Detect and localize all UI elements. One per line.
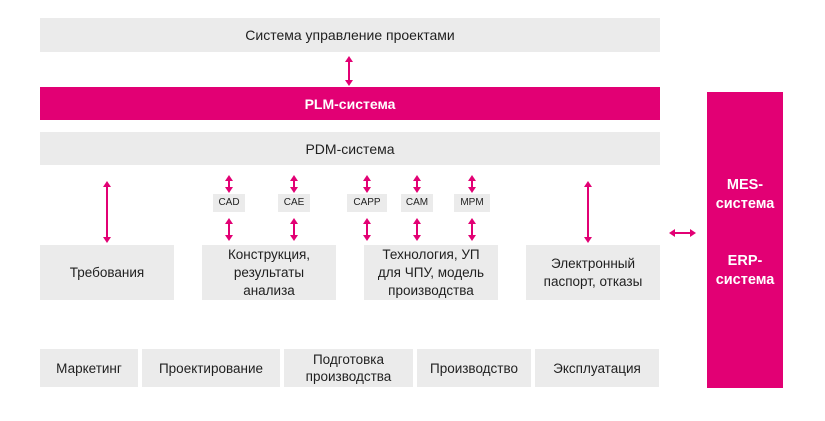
artifact-label-design-results: Конструкция, результаты анализа: [227, 246, 311, 298]
stage-box-marketing: Маркетинг: [40, 349, 138, 387]
arrow-line: [471, 221, 473, 238]
stage-label-marketing: Маркетинг: [56, 360, 122, 376]
double-arrow-vertical-icon: [290, 175, 298, 193]
tool-box-cad: CAD: [213, 194, 245, 212]
pdm-system-label: PDM-система: [305, 140, 395, 157]
stage-label-design: Проектирование: [158, 360, 264, 376]
stage-box-design: Проектирование: [142, 349, 280, 387]
double-arrow-vertical-icon: [103, 181, 111, 243]
tool-box-mpm: MPM: [454, 194, 490, 212]
artifact-box-requirements: Требования: [40, 245, 174, 300]
arrow-line: [348, 59, 350, 83]
tool-box-capp: CAPP: [347, 194, 387, 212]
artifact-label-requirements: Требования: [69, 264, 145, 280]
arrow-line: [471, 178, 473, 190]
tool-label-cad: CAD: [218, 197, 240, 208]
double-arrow-vertical-icon: [468, 218, 476, 241]
artifact-label-electronic-passport: Электронный паспорт, отказы: [543, 255, 643, 289]
artifact-box-technology: Технология, УП для ЧПУ, модель производс…: [364, 245, 498, 300]
arrow-line: [416, 221, 418, 238]
artifact-label-technology: Технология, УП для ЧПУ, модель производс…: [377, 246, 485, 298]
double-arrow-vertical-icon: [345, 56, 353, 86]
arrow-line: [106, 184, 108, 240]
double-arrow-horizontal-icon: [669, 229, 696, 237]
double-arrow-vertical-icon: [225, 175, 233, 193]
erp-system-label: ERP- система: [715, 253, 775, 288]
pdm-system-box: PDM-система: [40, 132, 660, 165]
tool-label-capp: CAPP: [353, 197, 381, 208]
arrow-line: [416, 178, 418, 190]
arrow-line: [293, 178, 295, 190]
double-arrow-vertical-icon: [584, 181, 592, 243]
stage-label-operation: Эксплуатация: [553, 360, 641, 376]
arrow-line: [672, 232, 693, 234]
plm-system-box: PLM-система: [40, 87, 660, 120]
stage-box-operation: Эксплуатация: [535, 349, 659, 387]
arrow-line: [366, 178, 368, 190]
tool-label-mpm: MPM: [460, 197, 484, 208]
double-arrow-vertical-icon: [363, 175, 371, 193]
artifact-box-design-results: Конструкция, результаты анализа: [202, 245, 336, 300]
tool-label-cae: CAE: [283, 197, 305, 208]
stage-box-production: Производство: [417, 349, 531, 387]
double-arrow-vertical-icon: [413, 218, 421, 241]
arrow-line: [228, 221, 230, 238]
double-arrow-vertical-icon: [290, 218, 298, 241]
double-arrow-vertical-icon: [225, 218, 233, 241]
plm-system-label: PLM-система: [304, 95, 396, 112]
arrow-line: [228, 178, 230, 190]
project-management-system-label: Система управление проектами: [245, 27, 455, 43]
arrow-line: [293, 221, 295, 238]
double-arrow-vertical-icon: [363, 218, 371, 241]
artifact-box-electronic-passport: Электронный паспорт, отказы: [526, 245, 660, 300]
stage-label-production-preparation: Подготовка производства: [305, 352, 392, 384]
tool-label-cam: CAM: [405, 197, 429, 208]
double-arrow-vertical-icon: [468, 175, 476, 193]
mes-erp-system-box: MES- система ERP- система: [707, 92, 783, 388]
arrow-line: [587, 184, 589, 240]
stage-box-production-preparation: Подготовка производства: [284, 349, 413, 387]
tool-box-cam: CAM: [401, 194, 433, 212]
double-arrow-vertical-icon: [413, 175, 421, 193]
project-management-system-box: Система управление проектами: [40, 18, 660, 52]
arrow-line: [366, 221, 368, 238]
mes-system-label: MES- система: [715, 177, 775, 212]
stage-label-production: Производство: [429, 360, 519, 376]
tool-box-cae: CAE: [278, 194, 310, 212]
